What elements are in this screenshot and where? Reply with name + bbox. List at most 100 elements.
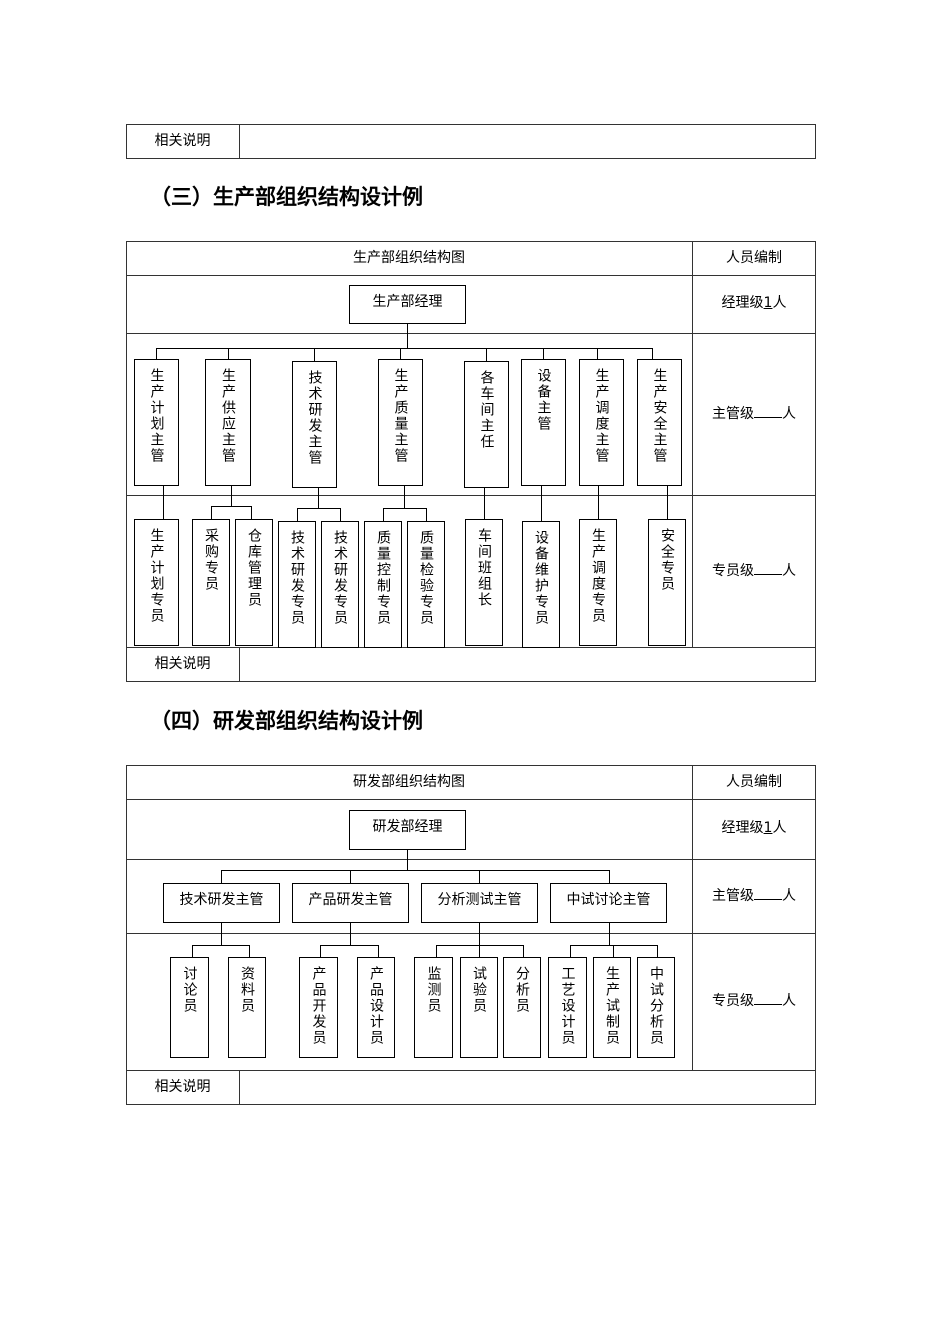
s3-connector	[484, 488, 485, 519]
s3-specialist-box: 生产计划专员	[134, 519, 179, 646]
s3-connector	[407, 324, 408, 348]
s3-connector	[340, 508, 341, 521]
s3-row-divider-2	[126, 333, 816, 334]
s4-specialist-box: 讨论员	[170, 957, 209, 1058]
s3-note-label: 相关说明	[154, 656, 211, 672]
top-note-table	[126, 124, 816, 159]
s4-supervisor-box: 中试讨论主管	[550, 883, 667, 923]
top-note-divider	[239, 124, 240, 159]
s4-row-divider-4	[126, 1070, 816, 1071]
s3-connector	[228, 348, 229, 360]
s4-connector	[613, 945, 614, 957]
s3-supervisor-box: 技术研发主管	[292, 361, 337, 488]
s3-connector	[231, 486, 232, 506]
s4-connector	[479, 945, 480, 957]
s3-connector	[156, 348, 157, 360]
s4-specialist-box: 中试分析员	[637, 957, 675, 1058]
section4-title: （四）研发部组织结构设计例	[150, 709, 423, 733]
s3-manager-box: 生产部经理	[349, 285, 466, 324]
s4-row-divider-3	[126, 933, 816, 934]
s3-specialist-box: 车间班组长	[465, 519, 503, 646]
s3-supervisor-level: 主管级人	[712, 406, 796, 422]
s4-supervisor-box: 产品研发主管	[292, 883, 409, 923]
s4-specialist-box: 分析员	[503, 957, 541, 1058]
s4-specialist-box: 监测员	[414, 957, 453, 1058]
s4-connector	[609, 870, 610, 883]
s3-supervisor-box: 生产质量主管	[378, 359, 423, 486]
s3-specialist-box: 安全专员	[648, 519, 686, 646]
s3-connector	[400, 348, 401, 360]
s4-connector	[192, 945, 249, 946]
s4-connector	[350, 923, 351, 945]
s3-specialist-level: 专员级人	[712, 563, 796, 579]
s3-connector	[314, 348, 315, 362]
section4-table	[126, 765, 816, 1105]
s4-connector	[407, 850, 408, 870]
section3-table	[126, 241, 816, 682]
s3-connector	[486, 348, 487, 362]
s4-connector	[609, 923, 610, 945]
s3-specialist-box: 质量检验专员	[407, 521, 445, 648]
s4-specialist-box: 生产试制员	[593, 957, 631, 1058]
s3-connector	[426, 508, 427, 521]
s4-connector	[378, 945, 379, 957]
s3-connector	[297, 508, 340, 509]
s3-specialist-box: 仓库管理员	[235, 519, 273, 646]
s3-supervisor-box: 生产计划主管	[134, 359, 179, 486]
s3-connector	[211, 506, 251, 507]
s3-specialist-box: 设备维护专员	[522, 521, 560, 648]
s3-specialist-box: 采购专员	[192, 519, 230, 646]
s4-connector	[479, 923, 480, 945]
s3-supervisor-box: 设备主管	[521, 359, 566, 486]
s3-connector	[597, 348, 598, 360]
s3-supervisor-box: 各车间主任	[464, 361, 509, 488]
s4-specialist-box: 资料员	[228, 957, 266, 1058]
s3-manager-level: 经理级1人	[721, 295, 787, 311]
s3-specialist-box: 技术研发专员	[278, 521, 316, 648]
s3-connector	[318, 488, 319, 508]
s4-connector	[320, 945, 378, 946]
s3-connector	[297, 508, 298, 521]
s4-staff-column-divider	[692, 765, 693, 1070]
s3-staff-column-divider	[692, 241, 693, 647]
s3-connector	[211, 506, 212, 519]
s4-supervisor-box: 分析测试主管	[421, 883, 538, 923]
s3-connector	[598, 486, 599, 519]
s4-row-divider-1	[126, 799, 816, 800]
s4-specialist-box: 产品开发员	[299, 957, 338, 1058]
s3-connector	[383, 508, 426, 509]
s4-staff-header: 人员编制	[726, 774, 782, 790]
s4-manager-level: 经理级1人	[721, 820, 787, 836]
s3-row-divider-1	[126, 275, 816, 276]
s3-connector	[156, 348, 652, 349]
s4-supervisor-box: 技术研发主管	[163, 883, 280, 923]
s3-supervisor-box: 生产供应主管	[205, 359, 251, 486]
s3-row-divider-4	[126, 647, 816, 648]
s4-note-divider	[239, 1070, 240, 1105]
s4-connector	[350, 870, 351, 883]
s4-connector	[249, 945, 250, 957]
s4-connector	[657, 945, 658, 957]
s4-connector	[436, 945, 437, 957]
s4-manager-box: 研发部经理	[349, 810, 466, 850]
section3-title: （三）生产部组织结构设计例	[150, 185, 423, 209]
s3-supervisor-box: 生产安全主管	[637, 359, 682, 486]
s3-connector	[667, 486, 668, 519]
s4-connector	[221, 923, 222, 945]
s3-connector	[383, 508, 384, 521]
s3-connector	[652, 348, 653, 360]
s4-connector	[192, 945, 193, 957]
s4-note-label: 相关说明	[154, 1079, 211, 1095]
s3-connector	[404, 486, 405, 508]
s4-connector	[221, 870, 222, 883]
s4-specialist-box: 工艺设计员	[548, 957, 587, 1058]
s4-specialist-level: 专员级人	[712, 993, 796, 1009]
s3-connector	[251, 506, 252, 519]
s4-row-divider-2	[126, 859, 816, 860]
s4-connector	[479, 870, 480, 883]
s3-specialist-box: 质量控制专员	[364, 521, 402, 648]
s3-specialist-box: 生产调度专员	[579, 519, 617, 646]
s3-row-divider-3	[126, 495, 816, 496]
s3-connector	[541, 486, 542, 521]
s4-table-header: 研发部组织结构图	[353, 774, 465, 790]
